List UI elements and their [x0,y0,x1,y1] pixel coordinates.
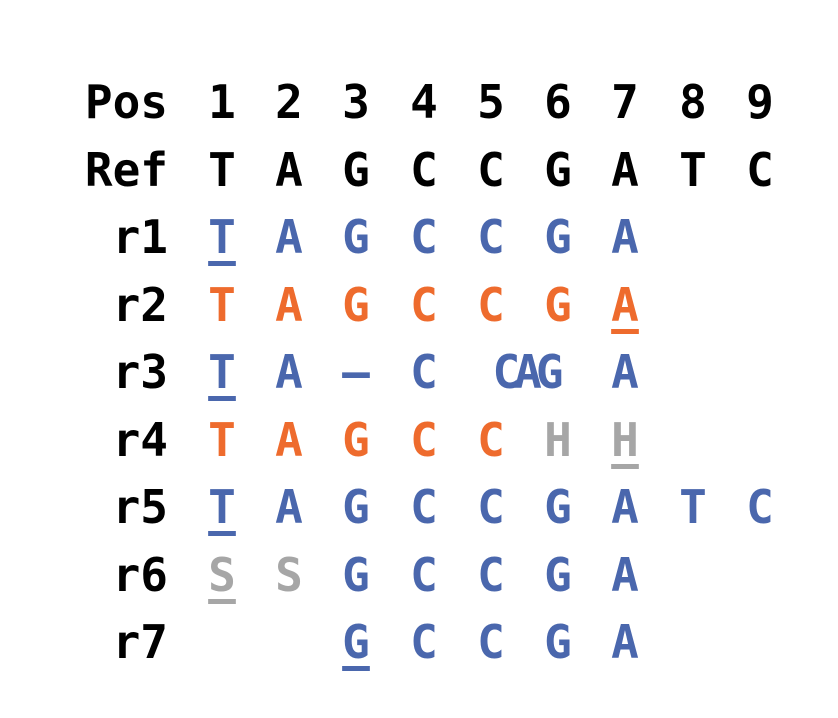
ref-label: Ref [84,143,168,197]
read-base: H [611,413,639,467]
read-base: C [410,345,438,399]
ref-base: A [611,143,639,197]
read-base: C [410,548,438,602]
read-base: S [208,548,236,602]
position-number: 3 [342,75,370,129]
position-number: 5 [477,75,505,129]
read-base: C [477,278,505,332]
pos-label: Pos [84,75,168,129]
read-base: T [208,278,236,332]
ref-base: A [275,143,303,197]
read-base: C [410,413,438,467]
ref-base: T [679,143,707,197]
position-number: 1 [208,75,236,129]
ref-base: C [746,143,774,197]
read-base: A [611,345,639,399]
read-base: C [410,615,438,669]
read-base: A [275,480,303,534]
ref-base: G [342,143,370,197]
read-base: G [342,278,370,332]
read-base: C [477,615,505,669]
read-base: H [544,413,572,467]
read-base: CAG [492,345,563,399]
read-label: r7 [112,615,168,669]
read-base: A [611,615,639,669]
read-base: G [342,548,370,602]
read-base: G [342,210,370,264]
ref-base: G [544,143,572,197]
read-base: A [611,480,639,534]
read-label: r3 [112,345,168,399]
read-base: A [275,210,303,264]
position-number: 7 [611,75,639,129]
position-number: 4 [410,75,438,129]
read-base: T [208,210,236,264]
read-base: G [544,480,572,534]
read-label: r4 [112,413,168,467]
read-base: T [208,480,236,534]
read-base: G [342,480,370,534]
read-base: G [544,548,572,602]
ref-base: T [208,143,236,197]
read-base: G [342,413,370,467]
read-base: C [477,480,505,534]
read-label: r6 [112,548,168,602]
read-base: C [410,278,438,332]
read-base: C [477,413,505,467]
read-base: G [544,210,572,264]
read-base: G [544,615,572,669]
read-base: C [477,548,505,602]
read-base: C [410,210,438,264]
read-base: A [275,413,303,467]
read-base: A [611,210,639,264]
read-base: T [208,413,236,467]
read-base: G [342,615,370,669]
read-base: A [275,345,303,399]
read-base: — [342,345,370,399]
read-base: C [477,210,505,264]
read-base: T [208,345,236,399]
ref-base: C [477,143,505,197]
read-base: C [410,480,438,534]
position-number: 6 [544,75,572,129]
position-number: 8 [679,75,707,129]
read-base: T [679,480,707,534]
position-number: 2 [275,75,303,129]
read-base: A [611,548,639,602]
read-label: r5 [112,480,168,534]
read-base: G [544,278,572,332]
read-base: S [275,548,303,602]
read-base: C [746,480,774,534]
read-base: A [275,278,303,332]
read-label: r2 [112,278,168,332]
ref-base: C [410,143,438,197]
position-number: 9 [746,75,774,129]
read-label: r1 [112,210,168,264]
read-base: A [611,278,639,332]
